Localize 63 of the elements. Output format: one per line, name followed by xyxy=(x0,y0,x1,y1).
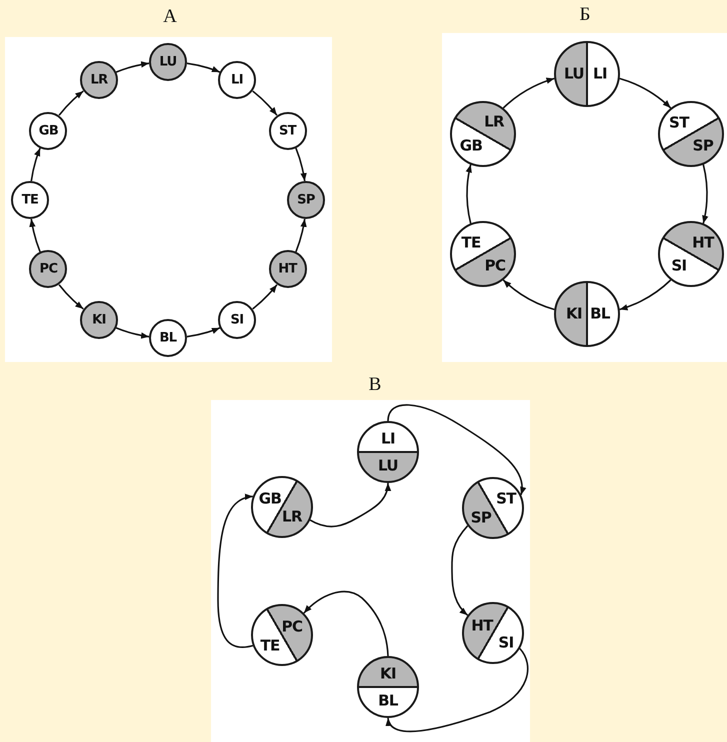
node-label: SP xyxy=(297,194,315,206)
node-label: PC xyxy=(40,262,58,276)
panel-title: А xyxy=(163,6,177,28)
arrow xyxy=(217,494,254,648)
node-label: GB xyxy=(258,492,282,506)
arrow xyxy=(295,148,307,182)
arrow xyxy=(387,404,526,496)
panel-title: В xyxy=(368,374,382,396)
node-label: HT xyxy=(278,262,297,276)
node-label: PC xyxy=(282,620,302,634)
node-label: BL xyxy=(378,694,398,708)
arrow xyxy=(30,148,41,182)
node-label: SI xyxy=(498,636,514,650)
node-label: ST xyxy=(669,116,689,130)
arrow xyxy=(303,590,389,656)
node-label: LI xyxy=(231,74,243,87)
arrow xyxy=(619,279,672,310)
node-label: TE xyxy=(461,236,481,250)
node-label: BL xyxy=(160,332,176,344)
arrow xyxy=(466,164,472,224)
node-label: TE xyxy=(22,194,38,206)
node-label: TE xyxy=(260,638,280,654)
node-label: LU xyxy=(564,66,584,82)
panel-title: Б xyxy=(580,4,590,26)
arrow xyxy=(186,327,220,338)
node-label: SI xyxy=(671,258,687,274)
node-label: ST xyxy=(278,124,296,138)
node-label: KI xyxy=(92,313,106,326)
node-label: HT xyxy=(471,618,493,634)
arrow xyxy=(58,90,84,116)
node-label: HT xyxy=(692,236,714,250)
node-label: LI xyxy=(381,432,395,446)
node-label: PC xyxy=(484,258,506,274)
node-label: ST xyxy=(496,492,516,506)
arrow xyxy=(252,90,278,116)
arrow xyxy=(619,78,672,109)
node-label: GB xyxy=(38,124,58,138)
arrow xyxy=(116,61,150,73)
arrow xyxy=(186,62,220,73)
node-label: GB xyxy=(460,138,482,154)
arrow xyxy=(295,218,307,252)
node-label: SI xyxy=(230,313,244,326)
node-label: BL xyxy=(590,306,610,322)
node-label: LR xyxy=(282,510,302,524)
node-label: SP xyxy=(470,510,492,526)
node-label: KI xyxy=(566,306,582,322)
node-label: LR xyxy=(484,114,504,130)
arrow xyxy=(29,218,41,252)
arrow xyxy=(252,284,278,310)
arrow xyxy=(702,164,708,224)
arrow xyxy=(451,525,468,616)
arrow xyxy=(502,279,555,310)
node-label: LI xyxy=(593,66,607,82)
node-label: LU xyxy=(159,56,177,68)
arrow xyxy=(502,78,555,109)
arrow xyxy=(116,327,150,339)
node-label: KI xyxy=(380,666,396,682)
arrow xyxy=(58,284,84,310)
node-label: LR xyxy=(90,74,108,87)
node-label: SP xyxy=(692,138,714,154)
node-label: LU xyxy=(378,458,398,474)
arrow xyxy=(310,482,391,528)
arrow xyxy=(387,648,528,732)
